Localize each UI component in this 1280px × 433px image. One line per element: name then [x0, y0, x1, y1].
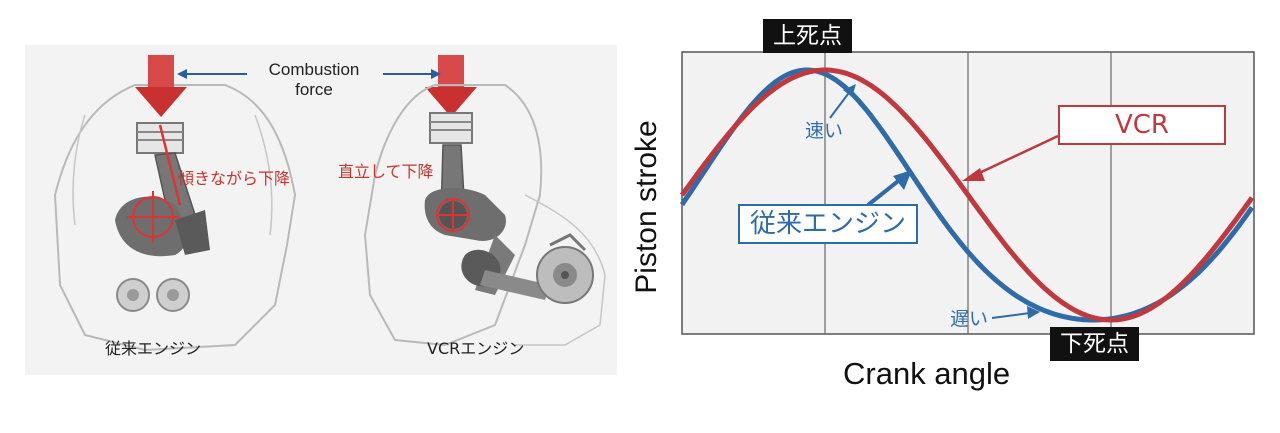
conventional-motion-label: 傾きながら下降	[178, 169, 291, 188]
top-dead-center-label: 上死点	[763, 19, 852, 53]
combustion-force-label: Combustion force	[256, 60, 372, 100]
vcr-force-arrow-shaft	[438, 55, 464, 87]
conventional-engine-block	[53, 84, 297, 352]
combustion-force-line2: force	[295, 80, 333, 99]
conventional-legend-box: 従来エンジン	[738, 204, 918, 244]
vcr-pointer	[974, 134, 1059, 177]
fast-label: 速い	[805, 120, 844, 142]
vcr-engine-caption: VCRエンジン	[427, 339, 525, 358]
engine-illustration-panel: Combustion force 傾きながら下降 直立して下降 従来エンジン V…	[25, 45, 617, 375]
slow-pointer	[991, 312, 1031, 319]
conventional-pointer	[866, 176, 904, 207]
bottom-dead-center-label: 下死点	[1050, 327, 1139, 361]
x-axis-title: Crank angle	[843, 356, 1011, 391]
vcr-piston	[429, 112, 473, 144]
conventional-piston	[136, 122, 184, 154]
vcr-engine-block	[363, 84, 543, 347]
combustion-force-line1: Combustion	[268, 60, 360, 79]
vcr-legend-box: VCR	[1058, 105, 1226, 145]
vcr-curve	[679, 67, 1255, 323]
y-axis-title-wrapper: Piston stroke	[617, 120, 677, 400]
y-axis-title: Piston stroke	[630, 120, 663, 294]
conventional-force-arrow-shaft	[148, 55, 174, 87]
vcr-motion-label: 直立して下降	[338, 162, 434, 181]
fast-pointer	[829, 89, 852, 119]
conventional-force-arrow-head	[135, 87, 187, 117]
engine-drawing	[53, 55, 606, 352]
conventional-engine-caption: 従来エンジン	[105, 339, 202, 358]
vcr-force-arrow-head	[425, 87, 477, 117]
slow-label: 遅い	[950, 308, 989, 330]
